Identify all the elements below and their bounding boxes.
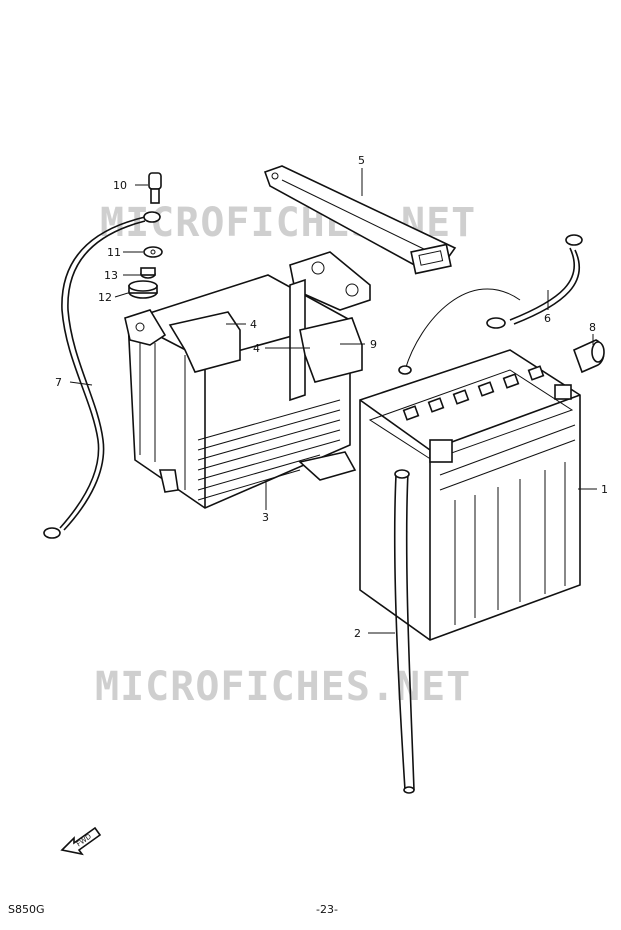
callout-8: 8 bbox=[589, 321, 596, 334]
battery-case bbox=[124, 251, 371, 509]
breather-tube bbox=[393, 469, 415, 794]
terminal-cap bbox=[572, 339, 605, 374]
case-cushions bbox=[168, 311, 363, 383]
callout-11: 11 bbox=[107, 246, 121, 259]
fastener-stack bbox=[128, 172, 163, 299]
callout-4a: 4 bbox=[250, 318, 257, 331]
leader-lines bbox=[69, 168, 597, 634]
front-arrow-icon: FWD bbox=[60, 826, 102, 856]
battery-strap bbox=[263, 165, 457, 275]
callout-6: 6 bbox=[544, 312, 551, 325]
callout-9: 9 bbox=[370, 338, 377, 351]
callout-labels: 10 11 13 12 7 5 6 8 9 4 4 3 1 2 bbox=[55, 154, 608, 640]
callout-2: 2 bbox=[354, 627, 361, 640]
callout-10: 10 bbox=[113, 179, 127, 192]
callout-5: 5 bbox=[358, 154, 365, 167]
model-code: S850G bbox=[8, 903, 45, 916]
ground-cable bbox=[43, 211, 161, 539]
callout-12: 12 bbox=[98, 291, 112, 304]
callout-4b: 4 bbox=[253, 342, 260, 355]
callout-1: 1 bbox=[601, 483, 608, 496]
callout-3: 3 bbox=[262, 511, 269, 524]
callout-13: 13 bbox=[104, 269, 118, 282]
battery-cable bbox=[398, 234, 583, 375]
watermark-bottom: MICROFICHES.NET bbox=[95, 664, 471, 710]
page-number: -23- bbox=[316, 903, 338, 916]
callout-7: 7 bbox=[55, 376, 62, 389]
battery bbox=[359, 349, 581, 641]
